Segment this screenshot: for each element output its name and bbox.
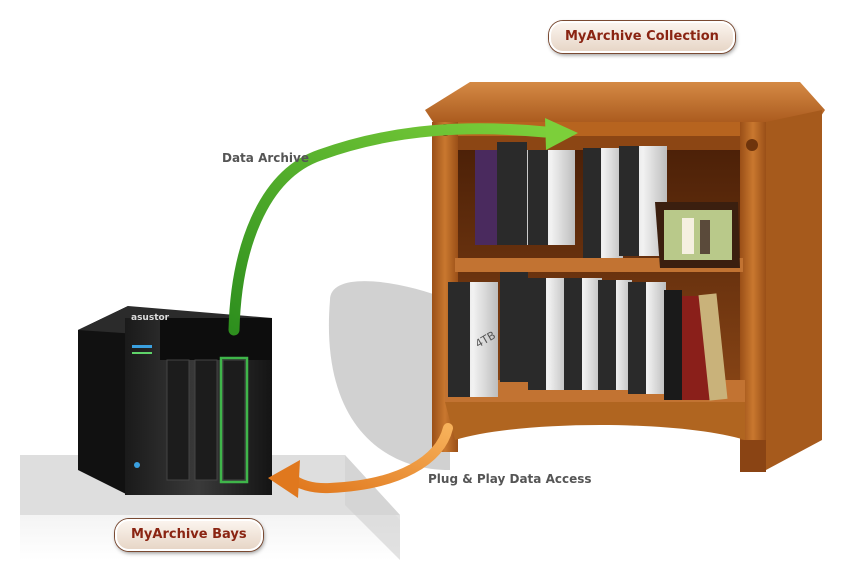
bookcase (425, 82, 825, 472)
bottom-shelf-items: 4TB (448, 272, 728, 401)
archive-drive-dark-2 (500, 272, 528, 382)
plug-play-caption: Plug & Play Data Access (428, 472, 592, 486)
plug-play-arrow (268, 423, 453, 498)
archive-drive-dark-1 (497, 142, 527, 245)
collection-label: MyArchive Collection (549, 21, 735, 53)
book-black (664, 290, 682, 400)
top-shelf-items (475, 142, 740, 268)
book-tan (698, 293, 728, 401)
book-purple (475, 150, 497, 245)
bay-highlight (219, 356, 249, 484)
bays-label: MyArchive Bays (115, 519, 263, 551)
floor-shadow (328, 281, 450, 470)
nas-device: asustor (78, 306, 272, 495)
nas-brand: asustor (131, 313, 170, 323)
data-archive-caption: Data Archive (222, 151, 310, 165)
data-archive-arrow (228, 118, 578, 336)
